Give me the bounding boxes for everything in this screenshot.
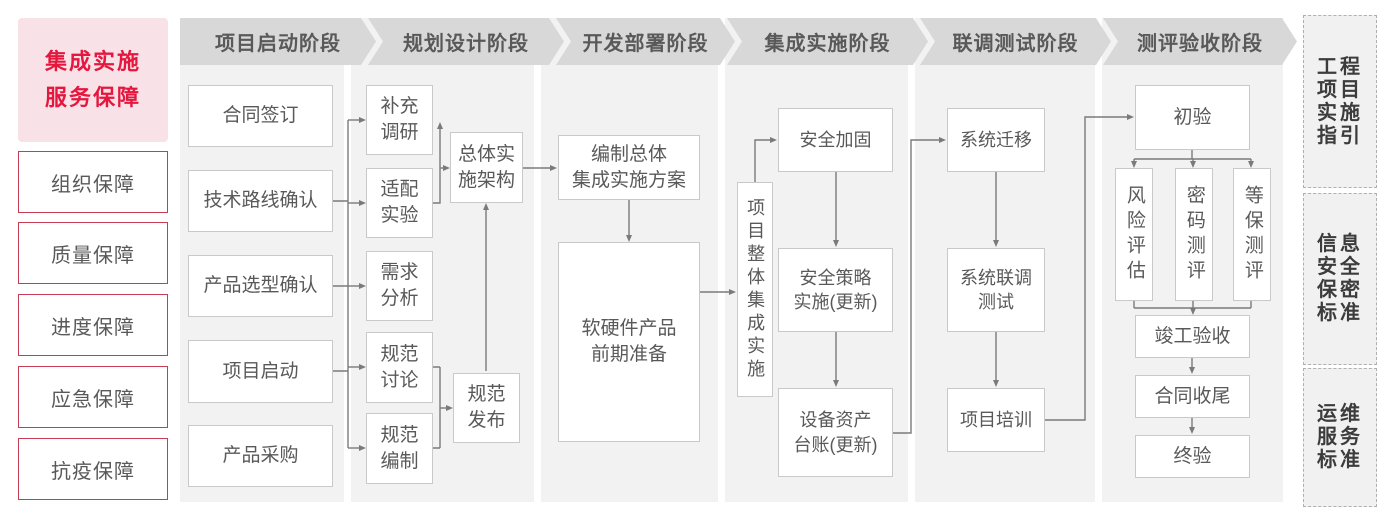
box-label: 需求 分析 <box>380 262 419 309</box>
box-spec-discussion: 规范 讨论 <box>366 332 433 403</box>
box-label: 设备资产 台账(更新) <box>793 410 878 455</box>
box-hardware-software-preparation: 软硬件产品 前期准备 <box>558 242 700 442</box>
box-label: 系统联调 测试 <box>960 267 1032 312</box>
phase-header-label: 开发部署阶段 <box>582 33 709 55</box>
box-label: 项目整体集成实施 <box>745 197 766 382</box>
box-label: 产品选型确认 <box>203 275 318 297</box>
phase-header-testing: 联调测试阶段 <box>920 18 1111 65</box>
standard-line: 指引 <box>1317 124 1363 147</box>
box-system-joint-debugging-test: 系统联调 测试 <box>947 248 1045 332</box>
box-security-policy-implementation: 安全策略 实施(更新) <box>778 248 893 332</box>
box-label: 总体实 施架构 <box>457 143 515 191</box>
box-project-training: 项目培训 <box>947 388 1045 452</box>
box-supplementary-research: 补充 调研 <box>366 85 433 155</box>
phase-header-development: 开发部署阶段 <box>556 18 735 65</box>
box-label: 合同收尾 <box>1154 385 1231 407</box>
box-label: 项目启动 <box>222 360 299 382</box>
phase-header-planning: 规划设计阶段 <box>368 18 564 65</box>
box-label: 系统迁移 <box>960 129 1032 150</box>
box-classified-protection-assessment: 等保测评 <box>1233 168 1271 301</box>
box-label: 合同签订 <box>222 105 299 127</box>
box-label: 项目培训 <box>960 409 1032 430</box>
sidebar-item-schedule-support: 进度保障 <box>18 294 168 356</box>
box-label: 编制总体 集成实施方案 <box>571 143 686 191</box>
box-label: 终验 <box>1173 445 1212 467</box>
standard-engineering-project-implementation-guide: 工程 项目 实施 指引 <box>1303 15 1377 188</box>
phase-header-startup: 项目启动阶段 <box>180 18 376 65</box>
standard-line: 实施 <box>1317 101 1363 124</box>
standard-line: 安全 <box>1317 256 1363 278</box>
phase-header-integration: 集成实施阶段 <box>727 18 928 65</box>
standard-line: 保密 <box>1317 279 1363 301</box>
sidebar-item-organization-support: 组织保障 <box>18 151 168 213</box>
phase-header-label: 测评验收阶段 <box>1137 33 1263 55</box>
box-tech-route-confirmation: 技术路线确认 <box>188 170 333 232</box>
box-label: 风险评估 <box>1123 184 1145 285</box>
box-overall-integration-plan: 编制总体 集成实施方案 <box>558 135 700 200</box>
box-label: 规范 发布 <box>467 384 506 431</box>
phase-header-label: 联调测试阶段 <box>952 33 1079 55</box>
box-contract-closure: 合同收尾 <box>1135 375 1250 418</box>
standard-line: 服务 <box>1317 426 1363 448</box>
box-product-procurement: 产品采购 <box>188 425 333 487</box>
standard-operation-maintenance-service: 运维 服务 标准 <box>1303 368 1377 507</box>
standard-line: 运维 <box>1317 403 1363 425</box>
box-label: 补充 调研 <box>380 96 419 143</box>
box-security-hardening: 安全加固 <box>778 108 893 172</box>
standard-line: 标准 <box>1317 302 1363 324</box>
box-label: 软硬件产品 前期准备 <box>581 318 677 365</box>
box-label: 技术路线确认 <box>203 190 318 212</box>
box-project-overall-integration: 项目整体集成实施 <box>737 182 773 397</box>
box-label: 等保测评 <box>1241 184 1263 285</box>
box-label: 规范 编制 <box>380 424 419 472</box>
standard-information-security-confidentiality: 信息 安全 保密 标准 <box>1303 193 1377 365</box>
sidebar-item-anti-epidemic-support: 抗疫保障 <box>18 438 168 500</box>
box-overall-implementation-architecture: 总体实 施架构 <box>450 132 523 203</box>
phase-header-label: 规划设计阶段 <box>403 33 529 55</box>
box-label: 安全加固 <box>799 129 872 150</box>
box-label: 规范 讨论 <box>380 343 419 391</box>
box-label: 产品采购 <box>222 445 299 467</box>
standard-line: 项目 <box>1317 78 1363 101</box>
box-risk-assessment: 风险评估 <box>1115 168 1153 301</box>
box-label: 安全策略 实施(更新) <box>793 267 878 312</box>
sidebar-item-quality-support: 质量保障 <box>18 222 168 284</box>
box-spec-release: 规范 发布 <box>453 373 520 443</box>
box-contract-signing: 合同签订 <box>188 85 333 147</box>
box-label: 竣工验收 <box>1154 325 1231 347</box>
box-asset-ledger-update: 设备资产 台账(更新) <box>778 388 893 477</box>
phase-header-label: 项目启动阶段 <box>215 33 341 55</box>
box-label: 适配 实验 <box>380 179 419 226</box>
box-label: 初验 <box>1173 106 1212 128</box>
phase-header-acceptance: 测评验收阶段 <box>1103 18 1297 65</box>
box-spec-drafting: 规范 编制 <box>366 413 433 484</box>
box-product-selection-confirmation: 产品选型确认 <box>188 255 333 317</box>
sidebar-item-emergency-support: 应急保障 <box>18 366 168 428</box>
box-completion-acceptance: 竣工验收 <box>1135 315 1250 358</box>
standard-line: 信息 <box>1317 233 1363 255</box>
box-label: 密码测评 <box>1183 184 1205 285</box>
box-requirement-analysis: 需求 分析 <box>366 251 433 321</box>
box-final-acceptance: 终验 <box>1135 435 1250 478</box>
standard-line: 工程 <box>1317 55 1363 78</box>
standard-line: 标准 <box>1317 449 1363 471</box>
box-project-kickoff: 项目启动 <box>188 340 333 403</box>
box-system-migration: 系统迁移 <box>947 108 1045 172</box>
box-cryptography-assessment: 密码测评 <box>1175 168 1213 301</box>
box-adaptation-experiment: 适配 实验 <box>366 168 433 238</box>
phase-header-label: 集成实施阶段 <box>764 33 891 55</box>
box-preliminary-acceptance: 初验 <box>1135 85 1250 150</box>
diagram-title: 集成实施 服务保障 <box>18 18 168 142</box>
